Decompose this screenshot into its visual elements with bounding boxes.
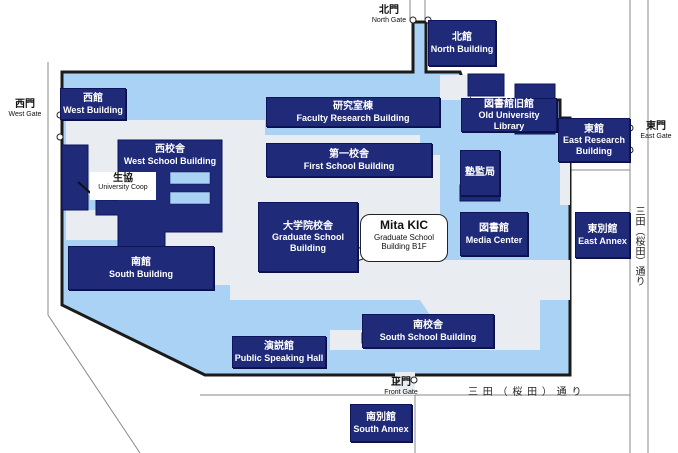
graduate-jp: 大学院校舎: [283, 220, 333, 232]
faculty-research-building[interactable]: 研究室棟 Faculty Research Building: [266, 97, 440, 127]
road-label-right: 三田（桜田）通り: [633, 206, 644, 286]
old-library-building[interactable]: 図書館旧館 Old University Library: [461, 98, 557, 132]
university-coop-label[interactable]: 生協 University Coop: [90, 172, 156, 200]
south-building-jp: 南館: [131, 257, 151, 269]
south-annex-en: South Annex: [353, 423, 409, 434]
west-school-building[interactable]: 西校舎 West School Building: [118, 140, 222, 170]
mita-kic-callout[interactable]: Mita KIC Graduate School Building B1F: [360, 214, 448, 262]
kic-title: Mita KIC: [380, 218, 428, 232]
jukukan-building[interactable]: 塾監局: [460, 150, 500, 196]
south-school-building[interactable]: 南校舎 South School Building: [362, 314, 494, 348]
front-gate-jp: 正門: [391, 377, 411, 388]
media-en: Media Center: [465, 234, 523, 245]
road-label-bottom: 三 田 （ 桜 田 ） 通 り: [468, 387, 583, 398]
faculty-building-jp: 研究室棟: [333, 101, 373, 113]
graduate-en: Graduate School Building: [271, 232, 344, 253]
first-school-en: First School Building: [303, 160, 395, 171]
east-gate[interactable]: 東門 East Gate: [634, 121, 678, 140]
coop-jp: 生協: [113, 173, 133, 184]
north-gate[interactable]: 北門 North Gate: [366, 5, 412, 24]
west-school-cutout-1: [169, 171, 211, 185]
west-gate-jp: 西門: [15, 99, 35, 110]
west-gate[interactable]: 西門 West Gate: [2, 99, 48, 118]
west-school-en: West School Building: [123, 155, 217, 166]
front-gate[interactable]: 正門 Front Gate: [378, 377, 424, 396]
north-gate-en: North Gate: [371, 16, 407, 24]
east-annex-en: East Annex: [578, 235, 627, 246]
west-building-en: West Building: [63, 104, 123, 115]
old-library-en: Old University Library: [478, 110, 540, 131]
east-annex[interactable]: 東別館 East Annex: [575, 212, 630, 258]
south-annex[interactable]: 南別館 South Annex: [350, 404, 412, 442]
east-annex-jp: 東別館: [587, 224, 618, 236]
speaking-en: Public Speaking Hall: [234, 352, 324, 363]
east-gate-en: East Gate: [640, 132, 672, 140]
media-jp: 図書館: [479, 223, 509, 235]
south-building[interactable]: 南館 South Building: [68, 246, 214, 290]
media-center[interactable]: 図書館 Media Center: [460, 212, 528, 256]
speaking-jp: 演説館: [264, 341, 294, 353]
south-annex-jp: 南別館: [366, 412, 396, 424]
west-building[interactable]: 西館 West Building: [60, 88, 126, 120]
west-school-jp: 西校舎: [155, 144, 185, 156]
kic-sub1: Graduate School: [373, 232, 435, 242]
coop-en: University Coop: [98, 184, 148, 191]
east-research-building[interactable]: 東館 East Research Building: [558, 118, 630, 162]
south-building-en: South Building: [109, 268, 173, 279]
north-building-en: North Building: [430, 43, 494, 54]
front-gate-en: Front Gate: [384, 388, 418, 396]
faculty-building-en: Faculty Research Building: [296, 112, 410, 123]
west-gate-en: West Gate: [8, 110, 42, 118]
graduate-school-building[interactable]: 大学院校舎 Graduate School Building: [258, 202, 358, 272]
east-research-en: East Research Building: [562, 135, 626, 156]
west-school-cutout-2: [169, 191, 211, 205]
jukukan-jp: 塾監局: [465, 167, 495, 179]
north-building[interactable]: 北館 North Building: [428, 20, 496, 66]
north-gate-jp: 北門: [379, 5, 399, 16]
public-speaking-hall[interactable]: 演説館 Public Speaking Hall: [232, 336, 326, 368]
east-gate-jp: 東門: [646, 121, 666, 132]
first-school-building[interactable]: 第一校舎 First School Building: [266, 143, 432, 177]
west-building-jp: 西館: [83, 93, 103, 105]
kic-sub2: Building B1F: [381, 241, 427, 251]
first-school-jp: 第一校舎: [329, 149, 369, 161]
coop-area: [61, 144, 89, 211]
north-building-jp: 北館: [452, 32, 472, 44]
old-library-annex: [467, 73, 505, 97]
south-school-en: South School Building: [379, 331, 477, 342]
east-research-jp: 東館: [584, 123, 604, 135]
south-school-jp: 南校舎: [413, 320, 443, 332]
old-library-jp: 図書館旧館: [484, 98, 534, 110]
